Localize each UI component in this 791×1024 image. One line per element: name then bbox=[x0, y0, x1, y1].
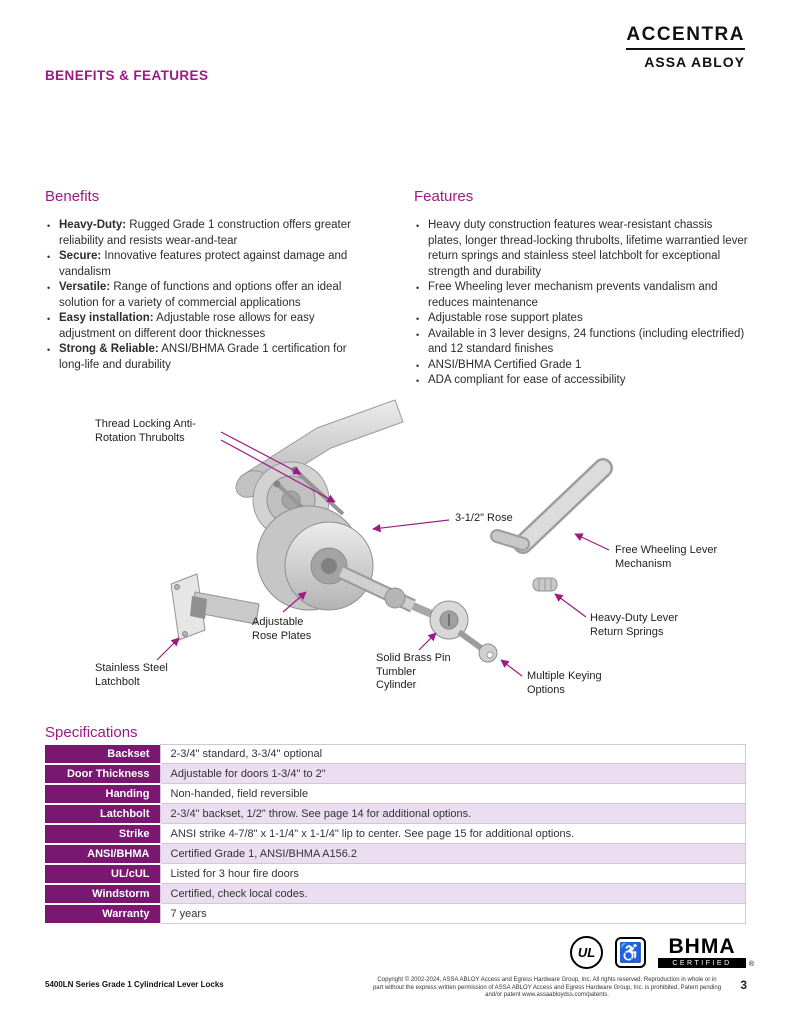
certification-marks: UL ♿ BHMA CERTIFIED ® bbox=[570, 935, 754, 969]
spec-label: Warranty bbox=[45, 903, 160, 925]
callout-cylinder: Solid Brass Pin Tumbler Cylinder bbox=[376, 652, 451, 691]
return-spring-illustration bbox=[532, 577, 558, 592]
spec-value: 2-3/4" standard, 3-3/4" optional bbox=[159, 744, 746, 764]
feature-item: Heavy duty construction features wear-re… bbox=[414, 218, 748, 280]
spec-label: Windstorm bbox=[45, 883, 160, 905]
callout-return-springs: Heavy-Duty Lever Return Springs bbox=[590, 612, 679, 638]
callout-thrubolts: Thread Locking Anti-Rotation Thrubolts bbox=[95, 418, 196, 444]
benefits-list: Heavy-Duty: Rugged Grade 1 construction … bbox=[45, 218, 365, 373]
spec-value: Certified, check local codes. bbox=[159, 883, 746, 904]
spec-label: Handing bbox=[45, 783, 160, 805]
callout-rose-plates: Adjustable Rose Plates bbox=[252, 616, 312, 642]
benefit-item: Easy installation: Adjustable rose allow… bbox=[45, 311, 365, 342]
registered-mark: ® bbox=[748, 961, 754, 968]
spec-value: Adjustable for doors 1-3/4" to 2" bbox=[159, 763, 746, 784]
feature-item: Available in 3 lever designs, 24 functio… bbox=[414, 327, 748, 358]
lock-exploded-illustration bbox=[156, 399, 613, 677]
free-wheeling-lever-illustration bbox=[490, 458, 613, 554]
spec-value: 2-3/4" backset, 1/2" throw. See page 14 … bbox=[159, 803, 746, 824]
feature-item: ADA compliant for ease of accessibility bbox=[414, 373, 748, 389]
ul-listed-icon: UL bbox=[570, 936, 603, 969]
spec-label: UL/cUL bbox=[45, 863, 160, 885]
benefit-item: Heavy-Duty: Rugged Grade 1 construction … bbox=[45, 218, 365, 249]
rose-illustration bbox=[256, 505, 374, 611]
cylinder-illustration bbox=[429, 600, 469, 640]
callout-latchbolt: Stainless Steel Latchbolt bbox=[95, 662, 168, 688]
copyright-text: Copyright © 2002-2024, ASSA ABLOY Access… bbox=[372, 977, 722, 998]
benefit-item: Strong & Reliable: ANSI/BHMA Grade 1 cer… bbox=[45, 342, 365, 373]
feature-item: Adjustable rose support plates bbox=[414, 311, 748, 327]
spec-value: 7 years bbox=[159, 903, 746, 924]
spec-value: ANSI strike 4-7/8" x 1-1/4" x 1-1/4" lip… bbox=[159, 823, 746, 844]
spec-value: Certified Grade 1, ANSI/BHMA A156.2 bbox=[159, 843, 746, 864]
spec-value: Listed for 3 hour fire doors bbox=[159, 863, 746, 884]
bhma-certified-bar: CERTIFIED bbox=[658, 958, 746, 968]
exploded-lock-diagram: Thread Locking Anti-Rotation Thrubolts 3… bbox=[45, 388, 745, 723]
spec-value: Non-handed, field reversible bbox=[159, 783, 746, 804]
spec-label: Backset bbox=[45, 744, 160, 765]
callout-leader-lines bbox=[156, 431, 610, 677]
bhma-certified-logo: BHMA CERTIFIED ® bbox=[658, 935, 754, 968]
benefit-item: Versatile: Range of functions and option… bbox=[45, 280, 365, 311]
footer-series-title: 5400LN Series Grade 1 Cylindrical Lever … bbox=[45, 980, 224, 989]
specifications-heading: Specifications bbox=[45, 724, 138, 741]
callout-free-wheeling: Free Wheeling Lever Mechanism bbox=[615, 544, 718, 570]
features-heading: Features bbox=[414, 188, 474, 205]
spec-label: Strike bbox=[45, 823, 160, 845]
feature-item: ANSI/BHMA Certified Grade 1 bbox=[414, 358, 748, 373]
assa-abloy-logo: ASSA ABLOY bbox=[644, 54, 745, 70]
spec-label: Latchbolt bbox=[45, 803, 160, 825]
key-illustration bbox=[457, 629, 498, 663]
spec-label: Door Thickness bbox=[45, 763, 160, 785]
brand-block: ACCENTRA ASSA ABLOY bbox=[626, 24, 745, 70]
ada-accessibility-icon: ♿ bbox=[615, 937, 646, 968]
spec-label: ANSI/BHMA bbox=[45, 843, 160, 865]
features-list: Heavy duty construction features wear-re… bbox=[414, 218, 748, 389]
accentra-logo: ACCENTRA bbox=[626, 24, 745, 50]
feature-item: Free Wheeling lever mechanism prevents v… bbox=[414, 280, 748, 311]
page-number: 3 bbox=[740, 978, 747, 992]
latchbolt-illustration bbox=[170, 573, 260, 641]
callout-keying: Multiple Keying Options bbox=[527, 670, 602, 696]
page-title: BENEFITS & FEATURES bbox=[45, 68, 209, 83]
bhma-wordmark: BHMA bbox=[668, 935, 736, 958]
callout-rose: 3-1/2" Rose bbox=[455, 512, 513, 524]
benefit-item: Secure: Innovative features protect agai… bbox=[45, 249, 365, 280]
benefits-heading: Benefits bbox=[45, 188, 100, 205]
